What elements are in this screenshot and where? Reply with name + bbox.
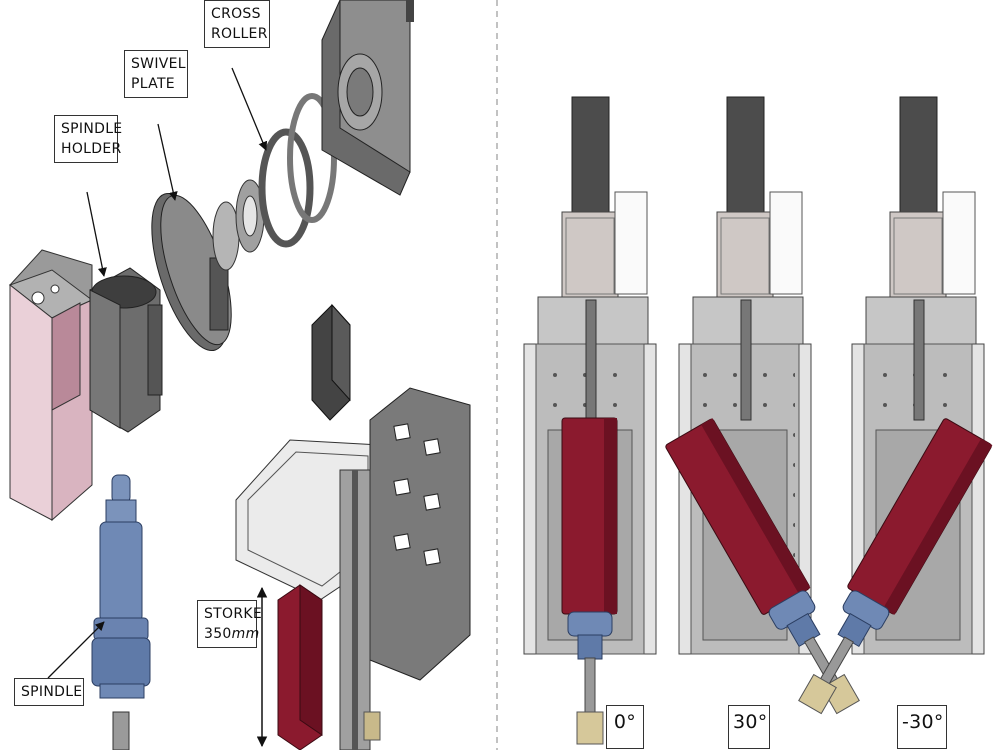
- label-angle-30: 30°: [728, 705, 770, 749]
- leader-spindle-holder: [86, 191, 107, 277]
- swivel-unit-minus30deg: [798, 96, 993, 715]
- stroke-word: STORKE: [204, 606, 263, 622]
- leader-swivel-plate: [157, 123, 178, 201]
- stroke-value: 350: [204, 626, 232, 642]
- leader-spindle: [47, 621, 105, 679]
- label-angle-0: 0°: [606, 705, 644, 749]
- assembled-head: [235, 303, 471, 750]
- swivel-plate-part: [151, 192, 232, 352]
- spindle-holder-part: [89, 267, 163, 433]
- label-swivel-plate: SWIVEL PLATE: [124, 50, 188, 98]
- cross-roller-rings: [212, 93, 337, 271]
- label-spindle: SPINDLE: [14, 678, 84, 706]
- stroke-unit: mm: [231, 626, 260, 642]
- swivel-unit-30deg: [665, 96, 860, 715]
- swivel-unit-0deg: [523, 96, 657, 745]
- label-stroke: STORKE 350mm: [197, 600, 262, 648]
- label-angle-minus30: -30°: [897, 705, 947, 749]
- spindle-part: [91, 474, 151, 750]
- exploded-view: [8, 0, 471, 750]
- mount-plate: [321, 0, 414, 196]
- label-cross-roller: CROSS ROLLER: [204, 0, 270, 48]
- label-spindle-holder: SPINDLE HOLDER: [54, 115, 122, 163]
- leader-cross-roller: [231, 67, 268, 151]
- spindle-housing: [8, 249, 93, 522]
